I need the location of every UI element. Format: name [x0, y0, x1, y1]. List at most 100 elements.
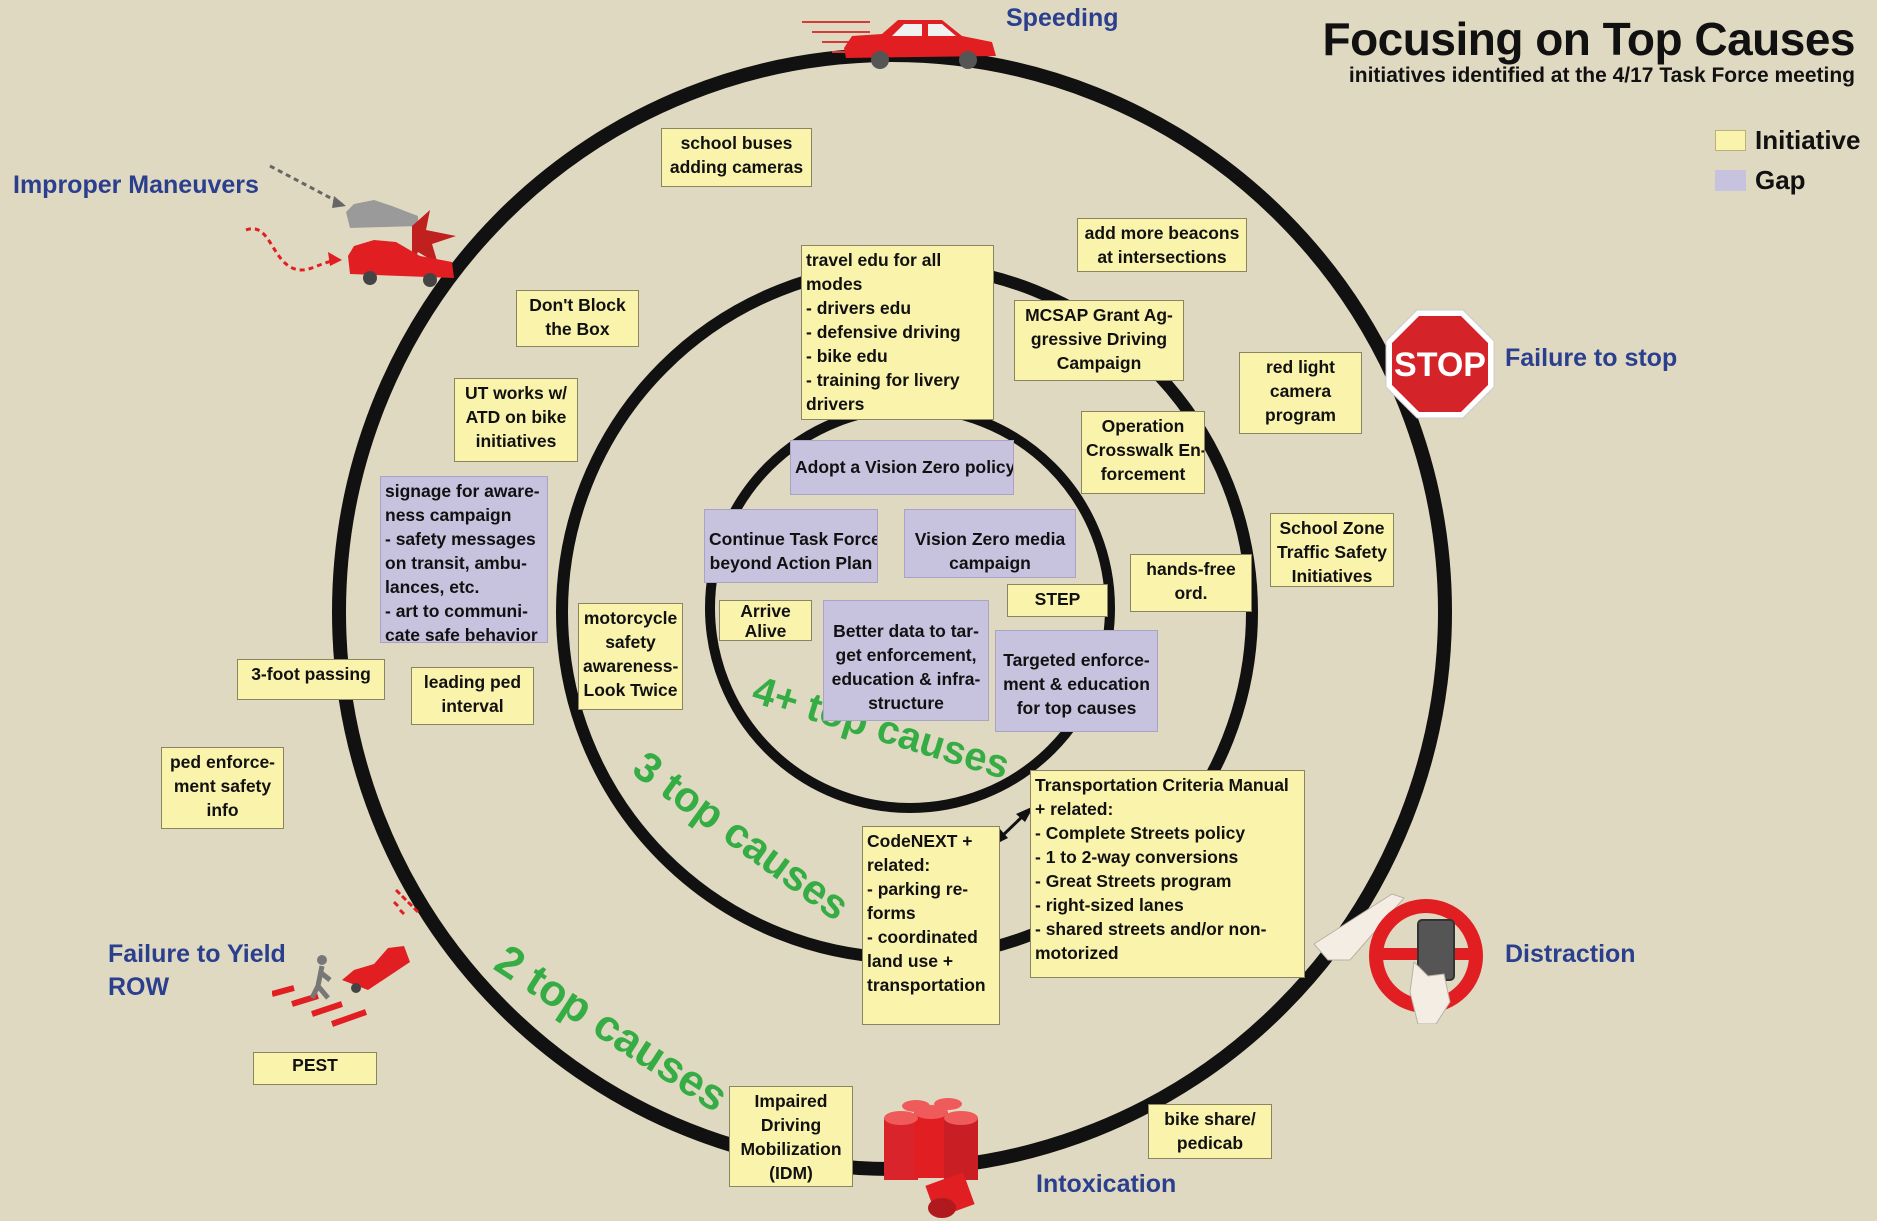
note-line: get enforcement,: [835, 645, 977, 665]
note-line: modes: [806, 274, 863, 294]
note-line: - coordinated: [867, 927, 978, 947]
note-line: Impaired: [754, 1091, 828, 1111]
note-line: MCSAP Grant Ag-: [1025, 305, 1173, 325]
note-line: Traffic Safety: [1277, 542, 1387, 562]
note-line: - drivers edu: [806, 298, 912, 318]
note-line: the Box: [545, 319, 610, 339]
note-line: Campaign: [1056, 353, 1142, 373]
legend-swatch-initiative: [1715, 129, 1746, 151]
note-adopt-vision-zero: Adopt a Vision Zero policy: [790, 440, 1014, 495]
note-line: bike share/: [1164, 1109, 1256, 1129]
note-line: hands-free: [1146, 559, 1236, 579]
note-pest: PEST: [253, 1052, 377, 1085]
note-line: Targeted enforce-: [1003, 650, 1150, 670]
note-add-beacons: add more beacons at intersections: [1077, 218, 1247, 272]
note-line: PEST: [292, 1055, 338, 1075]
note-line: Better data to tar-: [833, 621, 979, 641]
note-line: Mobilization: [740, 1139, 842, 1159]
note-line: school buses: [680, 133, 793, 153]
note-line: structure: [868, 693, 944, 713]
note-line: campaign: [949, 553, 1031, 573]
note-line: at intersections: [1097, 247, 1227, 267]
page-subtitle: initiatives identified at the 4/17 Task …: [1348, 64, 1855, 87]
note-line: - training for livery: [806, 370, 960, 390]
note-line: Continue Task Force: [709, 529, 878, 549]
beer-cans-icon: [884, 1098, 978, 1218]
page-title: Focusing on Top Causes: [1322, 13, 1855, 65]
stop-sign-icon: STOP: [1385, 309, 1495, 419]
note-line: - Complete Streets policy: [1035, 823, 1246, 843]
stop-sign-text: STOP: [1394, 346, 1486, 384]
note-line: (IDM): [769, 1163, 813, 1183]
note-line: land use +: [867, 951, 954, 971]
note-line: CodeNEXT +: [867, 831, 973, 851]
note-codenext: CodeNEXT +related:- parking re-forms- co…: [862, 826, 1000, 1025]
note-line: Initiatives: [1291, 566, 1373, 586]
note-line: program: [1265, 405, 1336, 425]
note-line: Transportation Criteria Manual: [1035, 775, 1289, 795]
note-line: - parking re-: [867, 879, 969, 899]
note-line: - 1 to 2-way conversions: [1035, 847, 1239, 867]
cause-intoxication: Intoxication: [1036, 1170, 1177, 1198]
note-dont-block-the-box: Don't Block the Box: [516, 290, 639, 347]
cause-failure-to-yield-line2: ROW: [108, 973, 170, 1001]
note-line: transportation: [867, 975, 986, 995]
pedestrian-crosswalk-icon: [272, 888, 420, 1027]
note-line: STEP: [1034, 589, 1081, 609]
note-signage-campaign: signage for aware-ness campaign - safety …: [380, 476, 548, 643]
note-line: forms: [867, 903, 916, 923]
note-line: awareness-: [583, 656, 679, 676]
note-line: forcement: [1100, 464, 1186, 484]
note-line: UT works w/: [464, 383, 568, 403]
note-line: on transit, ambu-: [385, 553, 527, 573]
note-line: Driving: [760, 1115, 822, 1135]
note-line: - shared streets and/or non-: [1035, 919, 1267, 939]
note-line: camera: [1269, 381, 1332, 401]
note-line: - art to communi-: [385, 601, 528, 621]
speeding-car-icon: [802, 20, 996, 69]
note-line: School Zone: [1279, 518, 1385, 538]
note-three-foot-passing: 3-foot passing: [237, 659, 385, 700]
note-line: + related:: [1035, 799, 1114, 819]
note-targeted-enforcement: Targeted enforce-ment & education for top…: [995, 630, 1158, 732]
note-line: ment & education: [1003, 674, 1150, 694]
note-line: Arrive: [740, 601, 791, 621]
note-line: - defensive driving: [806, 322, 961, 342]
note-line: add more beacons: [1084, 223, 1240, 243]
note-line: education & infra-: [831, 669, 981, 689]
note-line: - Great Streets program: [1035, 871, 1232, 891]
legend-label-initiative: Initiative: [1755, 124, 1861, 155]
note-better-data: Better data to tar-get enforcement, educa…: [823, 600, 989, 721]
note-line: ness campaign: [385, 505, 512, 525]
note-line: Alive: [744, 621, 787, 641]
note-bike-share: bike share/pedicab: [1148, 1104, 1272, 1159]
legend-item-gap: Gap: [1715, 160, 1860, 200]
note-line: - safety messages: [385, 529, 536, 549]
cause-improper-maneuvers: Improper Maneuvers: [13, 171, 259, 199]
note-line: Adopt a Vision Zero policy: [795, 457, 1014, 477]
note-line: - right-sized lanes: [1035, 895, 1184, 915]
note-line: signage for aware-: [385, 481, 540, 501]
legend: Initiative Gap: [1715, 120, 1860, 200]
note-line: motorized: [1035, 943, 1119, 963]
cause-failure-to-yield: Failure to Yield ROW: [108, 938, 286, 1004]
note-line: Don't Block: [529, 295, 626, 315]
legend-swatch-gap: [1715, 169, 1746, 191]
note-line: initiatives: [475, 431, 557, 451]
note-line: - bike edu: [806, 346, 888, 366]
note-line: pedicab: [1176, 1133, 1244, 1153]
note-line: for top causes: [1016, 698, 1137, 718]
note-step: STEP: [1007, 584, 1108, 617]
cause-failure-to-yield-line1: Failure to Yield: [108, 940, 286, 968]
note-line: ATD on bike: [465, 407, 567, 427]
